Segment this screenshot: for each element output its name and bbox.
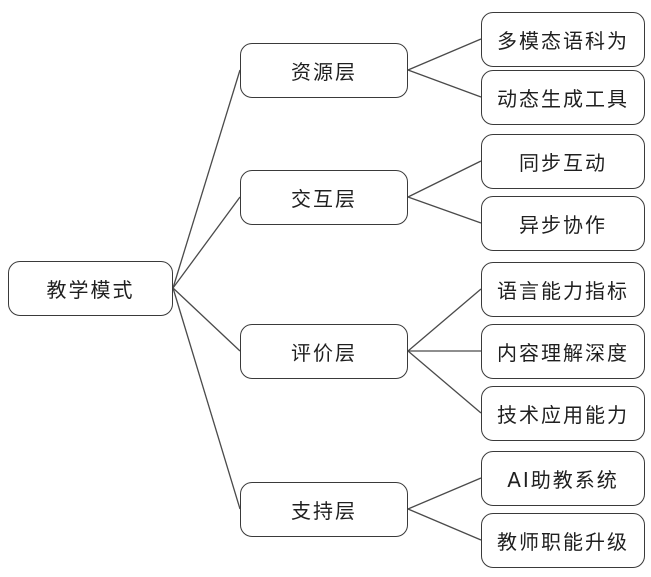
layer-node-resource: 资源层 [240,43,408,98]
connector-root-evaluation [172,287,241,352]
connector-root-resource [172,69,241,289]
connector-evaluation-child-1 [407,288,482,352]
connector-root-interaction [172,196,241,289]
leaf-node-ai-teaching-assistant-system: AI助教系统 [481,451,645,506]
connector-interaction-child-2 [407,196,482,224]
leaf-node-dynamic-generation-tools: 动态生成工具 [481,70,645,125]
layer-node-interaction: 交互层 [240,170,408,225]
leaf-node-multimodal-corpus: 多模态语科为 [481,12,645,67]
leaf-node-asynchronous-collaboration: 异步协作 [481,196,645,251]
connector-root-support [172,287,241,510]
leaf-node-technology-application-ability: 技术应用能力 [481,386,645,441]
connector-support-child-1 [407,477,482,510]
connector-interaction-child-1 [407,160,482,198]
connector-resource-child-1 [407,38,482,71]
leaf-node-language-ability-indicators: 语言能力指标 [481,262,645,317]
connector-evaluation-child-3 [407,350,482,414]
connector-resource-child-2 [407,69,482,98]
layer-node-support: 支持层 [240,482,408,537]
leaf-node-content-understanding-depth: 内容理解深度 [481,324,645,379]
leaf-node-teacher-role-upgrade: 教师职能升级 [481,513,645,568]
connector-support-child-2 [407,508,482,541]
layer-node-evaluation: 评价层 [240,324,408,379]
root-node-teaching-mode: 教学模式 [8,261,173,316]
leaf-node-synchronous-interaction: 同步互动 [481,134,645,189]
